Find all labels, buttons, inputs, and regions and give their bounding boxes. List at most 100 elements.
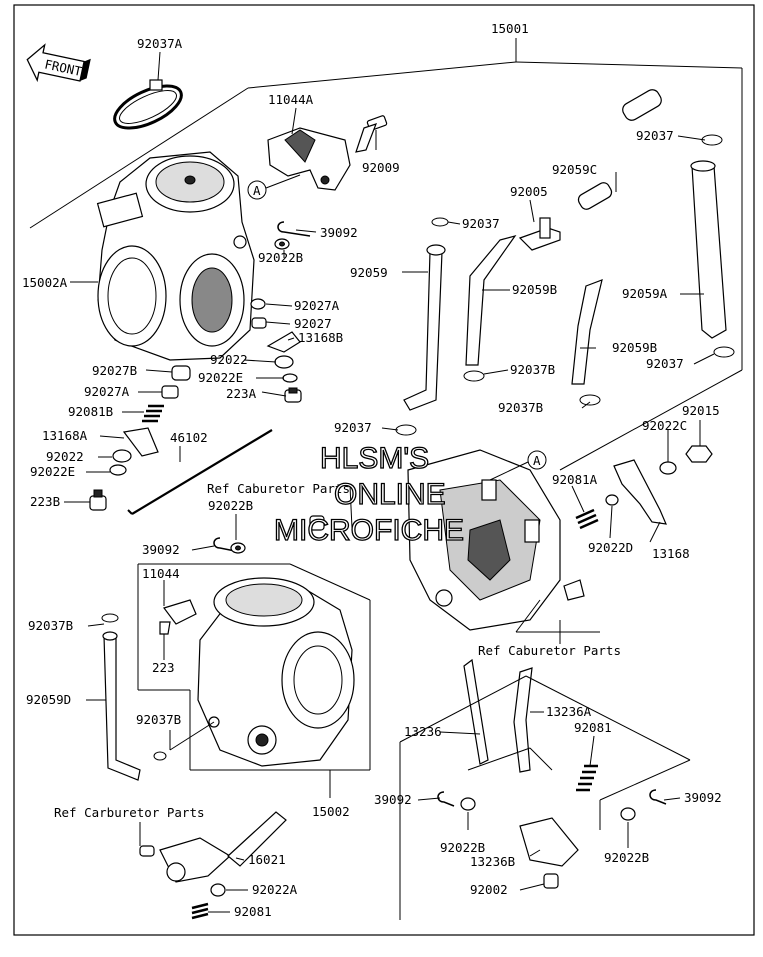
hose-92059D-icon [102, 631, 141, 781]
spring-92081-bottom-icon [191, 902, 209, 920]
carburetor-right-icon [407, 449, 561, 631]
diagram-border [13, 4, 755, 936]
part-label-92022A: 92022A [252, 882, 298, 897]
part-label-13236: 13236 [404, 724, 442, 739]
part-label-11044: 11044 [142, 566, 180, 581]
lever-assembly-bracket [399, 675, 691, 920]
washer-92022C-icon [659, 461, 677, 475]
ref-cabuletor-parts-right: Ref Caburetor Parts [478, 643, 621, 658]
ref-cabuletor-parts-top: Ref Caburetor Parts [207, 481, 350, 496]
pin-39092-top-icon [277, 221, 311, 237]
callout-a-right: A [489, 450, 547, 481]
part-label-92027A-lower: 92027A [84, 384, 130, 399]
washer-92022E-left-icon [109, 464, 127, 476]
part-label-92022C: 92022C [642, 418, 687, 433]
part-label-92022E-top: 92022E [198, 370, 243, 385]
part-label-92081-bottom: 92081 [234, 904, 272, 919]
pin-39092-mid-icon [213, 537, 241, 553]
part-label-223: 223 [152, 660, 175, 675]
nut-92027B-icon [171, 365, 191, 381]
fitting-92005-icon [518, 217, 561, 251]
part-label-92022-left: 92022 [46, 449, 84, 464]
front-arrow-icon: FRONT [26, 43, 91, 83]
watermark-line-1: HLSM'S [320, 442, 429, 475]
part-label-92059: 92059 [350, 265, 388, 280]
part-label-92022D: 92022D [588, 540, 633, 555]
part-label-92059B-lower: 92059B [612, 340, 657, 355]
part-label-92037B-3: 92037B [28, 618, 73, 633]
watermark-line-3: MICROFICHE [274, 514, 464, 547]
hose-92059C-icon [577, 89, 662, 210]
bracket-13168-icon [613, 459, 667, 525]
nut-92027A-top-icon [250, 298, 266, 310]
spring-92081-right-icon [576, 764, 598, 792]
pin-39092-bottom-right-icon [649, 789, 667, 805]
screw-223-icon [159, 621, 171, 635]
washer-92022B-mid-icon [230, 542, 246, 554]
part-label-92005: 92005 [510, 184, 548, 199]
lever-13236A-icon [513, 667, 533, 773]
part-label-92037B-1: 92037B [510, 362, 555, 377]
part-label-92059D: 92059D [26, 692, 71, 707]
washer-92022D-icon [605, 494, 619, 506]
part-label-92002: 92002 [470, 882, 508, 897]
hose-92059B-lower-icon [571, 279, 603, 385]
screw-223B-icon [89, 489, 107, 511]
watermark-line-2: ONLINE [334, 478, 446, 511]
nut-92027A-lower-icon [161, 385, 179, 399]
part-label-13236A: 13236A [546, 704, 592, 719]
bracket-11044A-icon [267, 127, 351, 191]
part-label-92022-top: 92022 [210, 352, 248, 367]
part-label-92037-right: 92037 [646, 356, 684, 371]
part-label-15002A: 15002A [22, 275, 68, 290]
part-label-92081-right: 92081 [574, 720, 612, 735]
hose-92059B-upper-icon [465, 234, 517, 366]
part-label-223B: 223B [30, 494, 60, 509]
part-label-13168A: 13168A [42, 428, 88, 443]
carburetor-15002A-icon [96, 151, 255, 361]
screw-mid-icon [309, 515, 325, 531]
bracket-13168A-icon [122, 427, 159, 457]
part-label-92022E-left: 92022E [30, 464, 75, 479]
washer-92022B-bottom-right-icon [620, 807, 636, 821]
part-label-13168B: 13168B [298, 330, 343, 345]
rod-46102-icon [127, 429, 273, 515]
washer-92022B-top-icon [274, 238, 290, 250]
washer-92022-left-icon [112, 449, 132, 463]
part-label-223A: 223A [226, 386, 257, 401]
screw-sensor-icon [139, 845, 155, 857]
part-label-39092-bottom-right: 39092 [684, 790, 722, 805]
bracket-13236B-icon [519, 817, 579, 867]
callout-a-right-label: A [533, 453, 541, 468]
part-label-92022B-bottom-right: 92022B [604, 850, 649, 865]
screw-right-icon [563, 579, 585, 601]
hose-92059A-icon [690, 160, 727, 339]
part-label-16021: 16021 [248, 852, 286, 867]
part-label-92027B: 92027B [92, 363, 137, 378]
part-label-46102: 46102 [170, 430, 208, 445]
nut-92027-icon [251, 317, 267, 329]
washer-92022A-icon [210, 883, 226, 897]
part-label-92081B: 92081B [68, 404, 113, 419]
part-label-92037-top: 92037 [636, 128, 674, 143]
nut-92015-icon [685, 445, 713, 463]
washer-92022B-bottom-left-icon [460, 797, 476, 811]
assembly-bracket-15001 [29, 38, 743, 471]
part-label-92059B-upper: 92059B [512, 282, 557, 297]
hose-92059-icon [403, 244, 446, 411]
part-label-39092-bottom-left: 39092 [374, 792, 412, 807]
part-label-92022B-bottom-left: 92022B [440, 840, 485, 855]
part-label-39092-top: 39092 [320, 225, 358, 240]
spring-92081B-icon [142, 404, 164, 423]
lever-13236-icon [463, 658, 489, 765]
part-label-92009: 92009 [362, 160, 400, 175]
part-label-92037A: 92037A [137, 36, 183, 51]
part-label-13236B: 13236B [470, 854, 515, 869]
part-label-13168: 13168 [652, 546, 690, 561]
assembly-bracket-15002 [137, 563, 371, 798]
part-label-15001: 15001 [491, 21, 529, 36]
part-label-92037-mid: 92037 [462, 216, 500, 231]
part-label-92037-center: 92037 [334, 420, 372, 435]
screw-92009-icon [355, 115, 388, 153]
